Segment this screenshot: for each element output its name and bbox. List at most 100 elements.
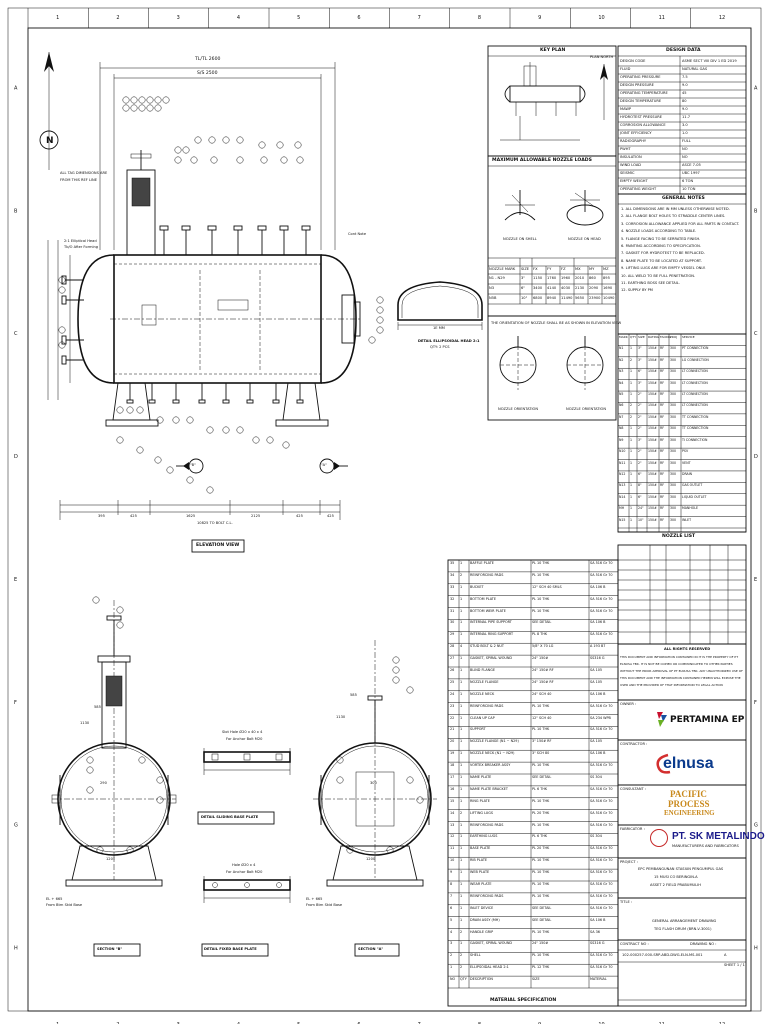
part-balloon bbox=[190, 156, 198, 164]
zone-top-label: 8 bbox=[478, 1022, 481, 1024]
nozzle-list-cell: 300 bbox=[670, 369, 677, 374]
part-balloon bbox=[116, 436, 124, 444]
material-spec-grid bbox=[448, 559, 618, 989]
fabricator-name: PT. SK METALINDO bbox=[672, 831, 765, 842]
material-cell: SA 516 Gr 70 bbox=[590, 703, 613, 708]
nozzle-list-cell: 300 bbox=[670, 357, 677, 362]
nozzle-list-cell: 1 bbox=[630, 460, 633, 465]
material-cell: SS 304 bbox=[590, 834, 602, 839]
nozzle-load-cell: 860 bbox=[589, 276, 596, 280]
nozzle-list-cell: 300 bbox=[670, 449, 677, 454]
material-cell: SA 516 Gr 70 bbox=[590, 608, 613, 613]
material-cell: NAME PLATE bbox=[470, 775, 492, 779]
zone-side-label: H bbox=[754, 946, 758, 952]
part-balloon bbox=[376, 316, 384, 324]
design-data-grid bbox=[618, 56, 746, 195]
general-note: 4. NOZZLE LOADS ACCORDING TO TABLE. bbox=[621, 229, 697, 234]
nozzle-list-cell: N2 bbox=[619, 357, 624, 362]
nozzle-list-header: QTY bbox=[630, 335, 637, 339]
nozzle-list-cell: LT CONNECTION bbox=[682, 392, 708, 397]
part-balloon bbox=[138, 96, 146, 104]
dim-b-290: 290 bbox=[100, 781, 107, 785]
material-cell: 15 bbox=[450, 798, 455, 803]
material-cell: SA 516 Gr 70 bbox=[590, 810, 613, 815]
material-cell: PL 10 THK bbox=[532, 608, 550, 613]
material-cell: GASKET, SPIRAL WOUND bbox=[470, 656, 513, 661]
nozzle-list-cell: 150# bbox=[648, 380, 657, 385]
consultant-name-1: PACIFIC bbox=[670, 789, 707, 799]
nozzle-list-cell: 150# bbox=[648, 471, 657, 476]
fabricator-label: FABRICATOR : bbox=[620, 827, 645, 831]
material-cell: WEB PLATE bbox=[470, 870, 490, 875]
material-header: DESCRIPTION bbox=[470, 977, 493, 982]
zone-top-label: 1 bbox=[56, 1022, 59, 1024]
nozzle-list-cell: 150# bbox=[648, 483, 657, 488]
revision: A bbox=[724, 953, 727, 957]
material-cell: BLIND FLANGE bbox=[470, 668, 495, 672]
nozzle-list-cell: 300 bbox=[670, 392, 677, 397]
general-note: 1. ALL DIMENSIONS ARE IN MM UNLESS OTHER… bbox=[621, 207, 730, 211]
material-cell: 27 bbox=[450, 656, 455, 661]
nozzle-list-cell: N10 bbox=[619, 449, 626, 454]
material-cell: 17 bbox=[450, 775, 455, 779]
material-cell: SA 36 bbox=[590, 929, 600, 934]
zone-top-label: 3 bbox=[177, 15, 180, 21]
nozzle-list-cell: RF bbox=[660, 392, 665, 397]
design-data-value: NO bbox=[682, 147, 688, 151]
zone-top-label: 4 bbox=[237, 15, 240, 21]
zone-top-label: 6 bbox=[357, 15, 360, 21]
nozzle-list-cell: 300 bbox=[670, 414, 677, 419]
material-cell: 1 bbox=[460, 858, 463, 863]
material-cell: PL 10 THK bbox=[532, 572, 550, 577]
rights-line: WITHOUT THE PRIOR APPROVAL OF PT ELNUSA … bbox=[620, 669, 743, 673]
contractor-name: elnusa bbox=[663, 755, 714, 772]
nozzle-list-cell: LT CONNECTION bbox=[682, 380, 708, 385]
design-data-label: INSULATION bbox=[620, 155, 642, 159]
material-cell: SA 516 Gr 70 bbox=[590, 798, 613, 803]
part-balloon bbox=[136, 446, 144, 454]
zone-side-label: G bbox=[754, 823, 758, 829]
part-balloons bbox=[58, 96, 424, 854]
consultant-name-3: ENGINEERING bbox=[664, 809, 715, 817]
part-balloon bbox=[58, 326, 66, 334]
part-balloon bbox=[294, 141, 302, 149]
nozzle-list-cell: 150# bbox=[648, 392, 657, 397]
nozzle-list-cell: N7 bbox=[619, 414, 624, 419]
material-cell: SA 516 Gr 70 bbox=[590, 905, 613, 910]
zone-side-label: D bbox=[14, 454, 18, 460]
material-cell: 2 bbox=[460, 929, 463, 934]
material-cell: SA 105 bbox=[590, 679, 603, 684]
material-cell: 8 bbox=[450, 882, 453, 886]
design-data-label: RADIOGRAPHY bbox=[620, 139, 647, 143]
part-balloon bbox=[154, 456, 162, 464]
material-cell: PL 10 THK bbox=[532, 703, 550, 708]
part-balloon bbox=[392, 666, 400, 674]
material-cell: 1 bbox=[460, 596, 463, 601]
material-cell: REINFORCING PADS bbox=[470, 572, 504, 577]
material-cell: 1 bbox=[460, 739, 463, 744]
dim-2125: 2125 bbox=[251, 514, 261, 518]
material-cell: PL 10 THK bbox=[532, 893, 550, 898]
zone-top-label: 7 bbox=[418, 1022, 421, 1024]
nozzle-list-cell: 3" bbox=[638, 437, 642, 442]
material-cell: SA 516 Gr 70 bbox=[590, 893, 613, 898]
design-data-value: 45 bbox=[682, 91, 687, 95]
part-balloon bbox=[116, 606, 124, 614]
nozzle-list-cell: 150# bbox=[648, 346, 657, 351]
dim-425-a: 425 bbox=[130, 514, 137, 518]
nozzle-list-cell: 6" bbox=[638, 369, 642, 374]
nozzle-list-cell: 1 bbox=[630, 437, 633, 442]
part-balloon bbox=[136, 406, 144, 414]
dim-b-585: 585 bbox=[94, 705, 101, 709]
nozzle-list-cell: RF bbox=[660, 471, 665, 476]
material-cell: DRAIN ASSY (MH) bbox=[470, 917, 500, 922]
design-data-value: NATURAL GAS bbox=[682, 67, 708, 71]
tl-tl-dimension: TL/TL 2600 bbox=[195, 57, 221, 62]
material-cell: SA 516 Gr 70 bbox=[590, 953, 613, 958]
nozzle-list-cell: DRAIN bbox=[682, 471, 693, 476]
nozzle-list-cell: N5 bbox=[619, 392, 624, 397]
part-balloon bbox=[406, 686, 414, 694]
part-balloon bbox=[280, 156, 288, 164]
nozzle-list-cell: 1 bbox=[630, 380, 633, 385]
part-balloon bbox=[276, 141, 284, 149]
